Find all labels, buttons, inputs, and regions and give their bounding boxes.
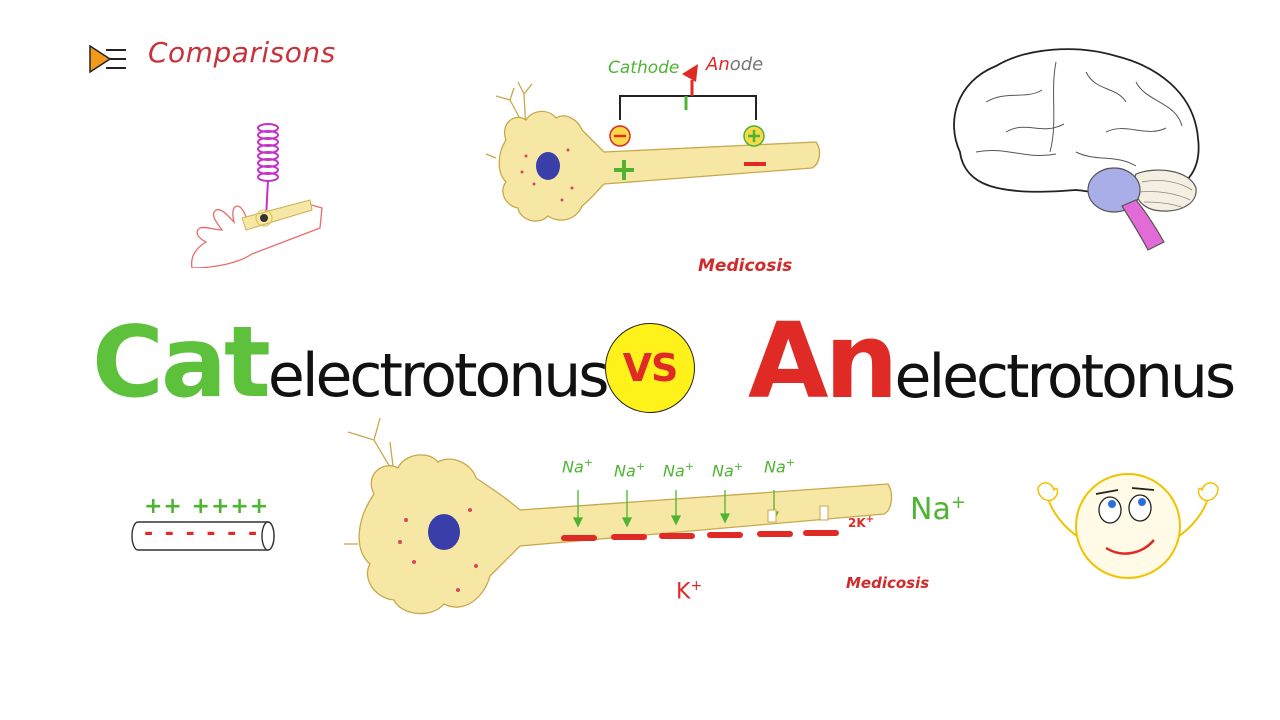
- na-text: Na: [712, 461, 734, 481]
- title-right-suffix: electrotonus: [894, 342, 1237, 412]
- anode-label-suffix: ode: [729, 54, 764, 75]
- na-charge: +: [684, 460, 694, 473]
- na-label-4: Na+: [712, 460, 743, 480]
- brain-icon: [946, 42, 1206, 256]
- na-label-3: Na+: [663, 460, 694, 480]
- na-charge: +: [635, 460, 645, 473]
- watermark-top: Medicosis: [698, 256, 793, 276]
- title-right-prefix: An: [748, 300, 899, 422]
- vs-text: VS: [622, 346, 679, 390]
- hand-stimulator-icon: [188, 118, 328, 272]
- k2-text: 2K: [848, 516, 866, 530]
- k-label: K+: [676, 578, 702, 604]
- k2-label: 2K+: [848, 514, 874, 530]
- na-text: Na: [614, 461, 636, 481]
- na-text: Na: [764, 457, 786, 477]
- na-text: Na: [562, 457, 584, 477]
- na-big-charge: +: [950, 492, 966, 513]
- na-big-label: Na+: [910, 492, 966, 527]
- k2-charge: +: [865, 514, 875, 525]
- k-text: K: [676, 579, 691, 605]
- title-anelectrotonus: Anelectrotonus: [748, 300, 1237, 422]
- na-charge: +: [785, 456, 795, 469]
- title-left-prefix: Cat: [92, 306, 271, 420]
- na-label-5: Na+: [764, 456, 795, 476]
- bottom-neuron-diagram: [344, 414, 904, 644]
- k-charge: +: [690, 578, 703, 594]
- na-text: Na: [663, 461, 685, 481]
- na-label-1: Na+: [562, 456, 593, 476]
- anode-label: Anode: [706, 54, 763, 75]
- cable-minus-row: - - - - - -: [144, 521, 260, 546]
- vs-badge: VS: [605, 323, 695, 413]
- title-left-suffix: electrotonus: [267, 341, 610, 411]
- shrugging-face-icon: [1030, 468, 1226, 588]
- cathode-label: Cathode: [608, 58, 680, 78]
- top-neuron-diagram: [485, 60, 826, 234]
- na-label-2: Na+: [614, 460, 645, 480]
- series-title: Comparisons: [148, 36, 336, 69]
- title-catelectrotonus: Catelectrotonus: [92, 306, 610, 420]
- na-big-text: Na: [910, 492, 951, 527]
- watermark-bottom: Medicosis: [846, 574, 930, 592]
- na-charge: +: [733, 460, 743, 473]
- play-list-icon: [88, 44, 128, 78]
- cable-diagram: [130, 518, 276, 558]
- cable-plus-row: ++ ++++: [144, 494, 270, 519]
- na-charge: +: [583, 456, 593, 469]
- anode-label-prefix: An: [706, 54, 730, 75]
